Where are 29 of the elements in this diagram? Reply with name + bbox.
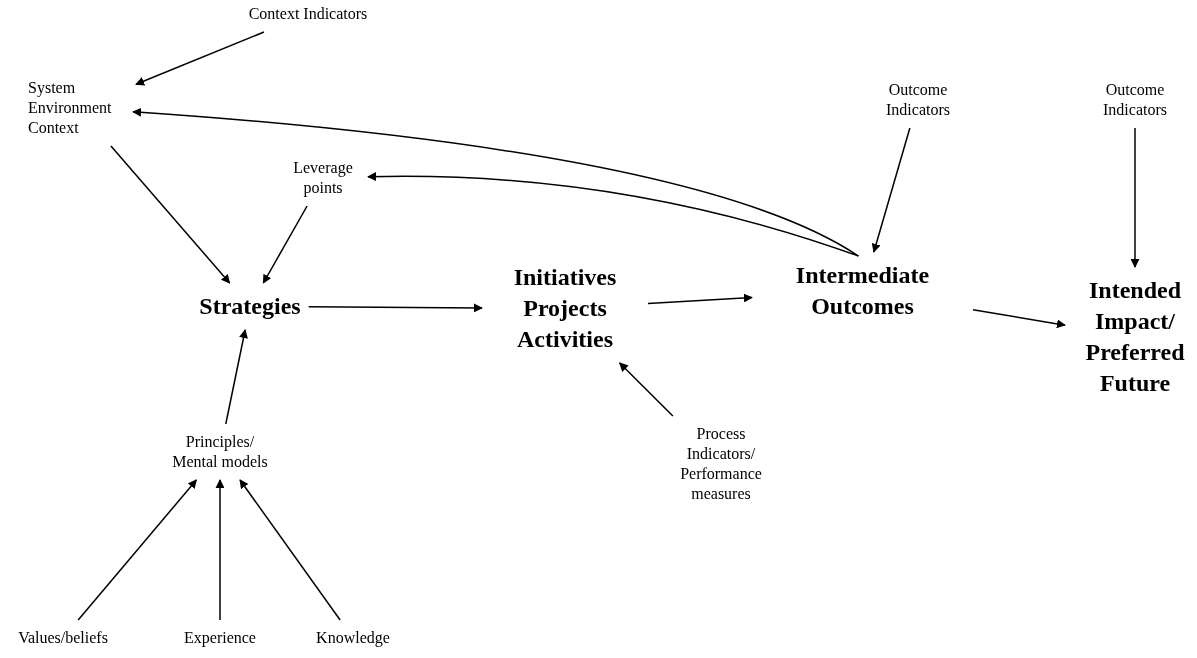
arrow [307,303,483,313]
node-label: Leverage points [292,158,354,198]
arrow [262,205,308,284]
arrow [215,479,225,621]
arrow [647,293,753,305]
arrow [871,127,911,253]
arrow [972,308,1066,329]
arrow [132,107,860,257]
node-label: System Environment Context [28,78,113,138]
node-label: Strategies [199,292,301,321]
node-label: Experience [184,628,256,648]
arrow [77,479,198,621]
arrow [618,362,674,417]
node-label: Context Indicators [248,4,368,24]
node-label: Intermediate Outcomes [794,261,931,321]
arrow [1130,127,1140,268]
node-label: Outcome Indicators [885,80,951,120]
node-label: Initiatives Projects Activities [512,263,618,354]
node-label: Process Indicators/ Performance measures [679,424,763,504]
node-label: Knowledge [316,628,390,648]
arrow [135,31,265,86]
arrow [367,172,860,257]
node-label: Intended Impact/ Preferred Future [1084,276,1186,398]
arrow [110,145,231,284]
node-label: Outcome Indicators [1102,80,1168,120]
arrow [225,329,248,425]
arrow [239,479,341,621]
node-label: Values/beliefs [18,628,108,648]
node-label: Principles/ Mental models [171,432,269,472]
